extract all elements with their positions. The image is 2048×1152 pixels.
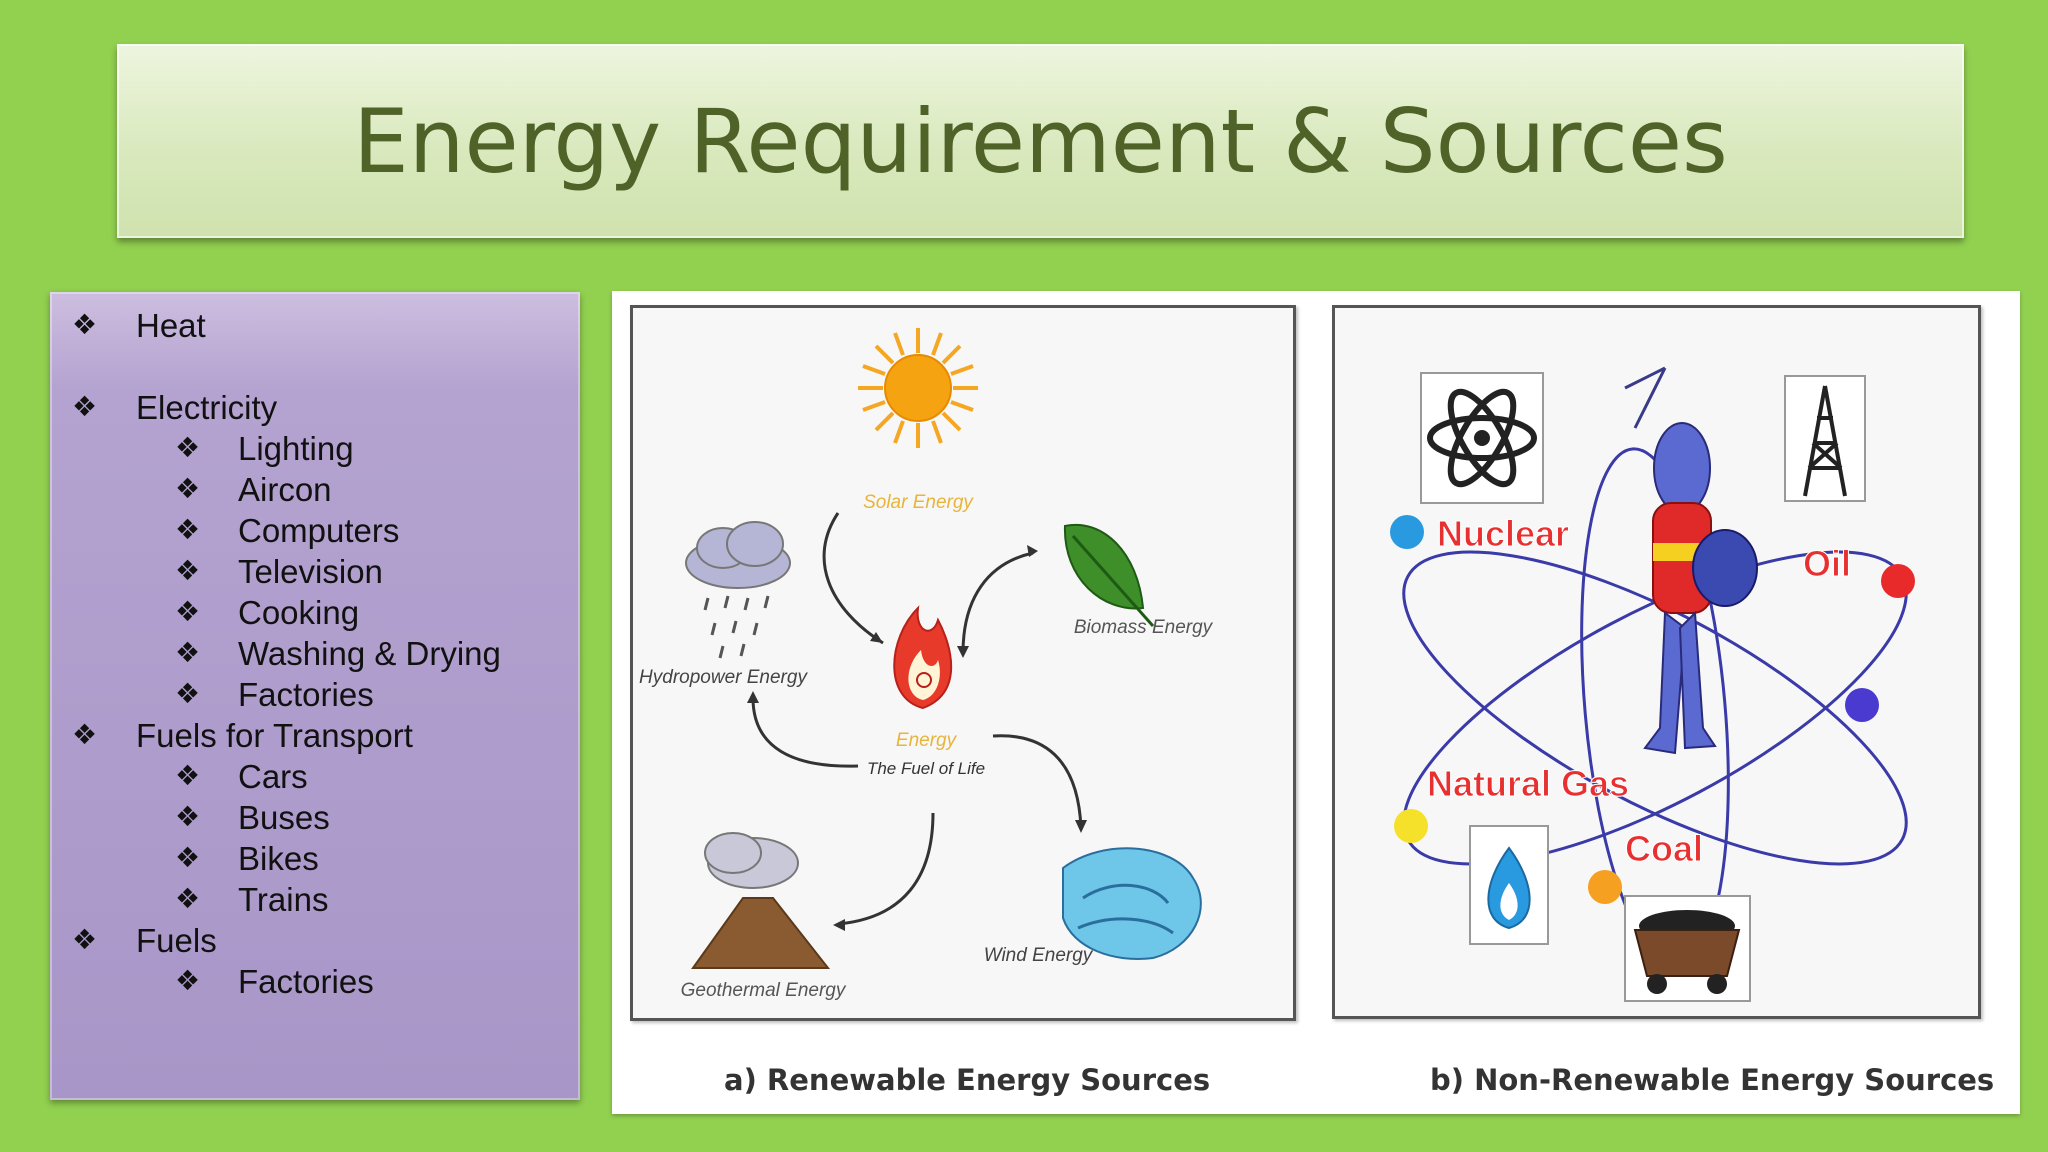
- bullet-icon: ❖: [175, 595, 201, 628]
- list-item: Factories: [238, 676, 374, 713]
- list-item: Bikes: [238, 840, 319, 877]
- oil-label: Oil: [1803, 543, 1851, 584]
- list-item: Lighting: [238, 430, 354, 467]
- renewable-illustration: Solar Energy Hydropower Energy: [639, 328, 1214, 1001]
- oil-dot: [1881, 564, 1915, 598]
- bullet-icon: ❖: [175, 882, 201, 915]
- bullet-icon: ❖: [175, 964, 201, 997]
- list-item: Trains: [238, 881, 329, 918]
- renewable-caption: a) Renewable Energy Sources: [724, 1063, 1211, 1097]
- rain-cloud-icon: [685, 521, 791, 659]
- requirements-list: ❖ Heat ❖ Electricity ❖ Lighting ❖ Aircon…: [50, 292, 580, 1100]
- gas-flame-icon: [1469, 825, 1549, 945]
- bullet-icon: ❖: [72, 308, 98, 341]
- bullet-icon: ❖: [72, 923, 98, 956]
- hydro-label: Hydropower Energy: [639, 667, 808, 688]
- character-figure: [1624, 366, 1758, 755]
- bullet-icon: ❖: [175, 800, 201, 833]
- nonrenewable-frame: Nuclear Oil Natural Gas Coal: [1332, 305, 1981, 1019]
- renewable-frame: Solar Energy Hydropower Energy: [630, 305, 1296, 1021]
- list-item: Fuels for Transport: [136, 717, 413, 754]
- list-item: Washing & Drying: [238, 635, 501, 672]
- center-title-label: Energy: [896, 730, 958, 751]
- bullet-icon: ❖: [175, 431, 201, 464]
- nonrenewable-illustration: Nuclear Oil Natural Gas Coal: [1390, 366, 1915, 1002]
- bullet-icon: ❖: [175, 554, 201, 587]
- natural-gas-dot: [1394, 809, 1428, 843]
- volcano-icon: [691, 832, 831, 969]
- orbit-dot: [1845, 688, 1879, 722]
- energy-sources-figure: Solar Energy Hydropower Energy: [612, 291, 2020, 1114]
- list-item: Television: [238, 553, 383, 590]
- wind-icon: [1062, 847, 1202, 960]
- nuclear-dot: [1390, 515, 1424, 549]
- list-item: Cooking: [238, 594, 360, 631]
- arrowheads: [747, 545, 1087, 931]
- coal-label: Coal: [1625, 828, 1703, 869]
- atom-icon: [1420, 372, 1544, 504]
- bullet-icon: ❖: [175, 636, 201, 669]
- slide-title: Energy Requirement & Sources: [353, 89, 1728, 193]
- flame-icon: [893, 605, 953, 710]
- bullet-icon: ❖: [72, 390, 98, 423]
- wind-label: Wind Energy: [984, 945, 1094, 966]
- leaf-icon: [1063, 523, 1155, 627]
- natural-gas-label: Natural Gas: [1427, 763, 1629, 804]
- oil-derrick-icon: [1784, 375, 1866, 502]
- bullet-icon: ❖: [175, 677, 201, 710]
- title-banner: Energy Requirement & Sources: [117, 44, 1964, 238]
- list-item: Computers: [238, 512, 400, 549]
- list-item: Buses: [238, 799, 330, 836]
- bullet-icon: ❖: [175, 841, 201, 874]
- bullet-icon: ❖: [72, 718, 98, 751]
- list-item: Cars: [238, 758, 308, 795]
- list-item: Aircon: [238, 471, 332, 508]
- bullet-icon: ❖: [175, 513, 201, 546]
- list-item: Heat: [136, 307, 206, 344]
- list-item: Factories: [238, 963, 374, 1000]
- nonrenewable-caption: b) Non-Renewable Energy Sources: [1430, 1063, 1995, 1097]
- list-item: Electricity: [136, 389, 278, 426]
- coal-dot: [1588, 870, 1622, 904]
- list-item: Fuels: [136, 922, 217, 959]
- solar-label: Solar Energy: [863, 492, 974, 513]
- nuclear-label: Nuclear: [1437, 513, 1569, 554]
- center-subtitle-label: The Fuel of Life: [867, 759, 985, 778]
- cycle-arrows: [751, 512, 1083, 926]
- bullet-icon: ❖: [175, 472, 201, 505]
- bullet-icon: ❖: [175, 759, 201, 792]
- biomass-label: Biomass Energy: [1074, 617, 1214, 638]
- geothermal-label: Geothermal Energy: [681, 980, 847, 1001]
- coal-cart-icon: [1624, 895, 1751, 1002]
- sun-icon: [858, 328, 978, 448]
